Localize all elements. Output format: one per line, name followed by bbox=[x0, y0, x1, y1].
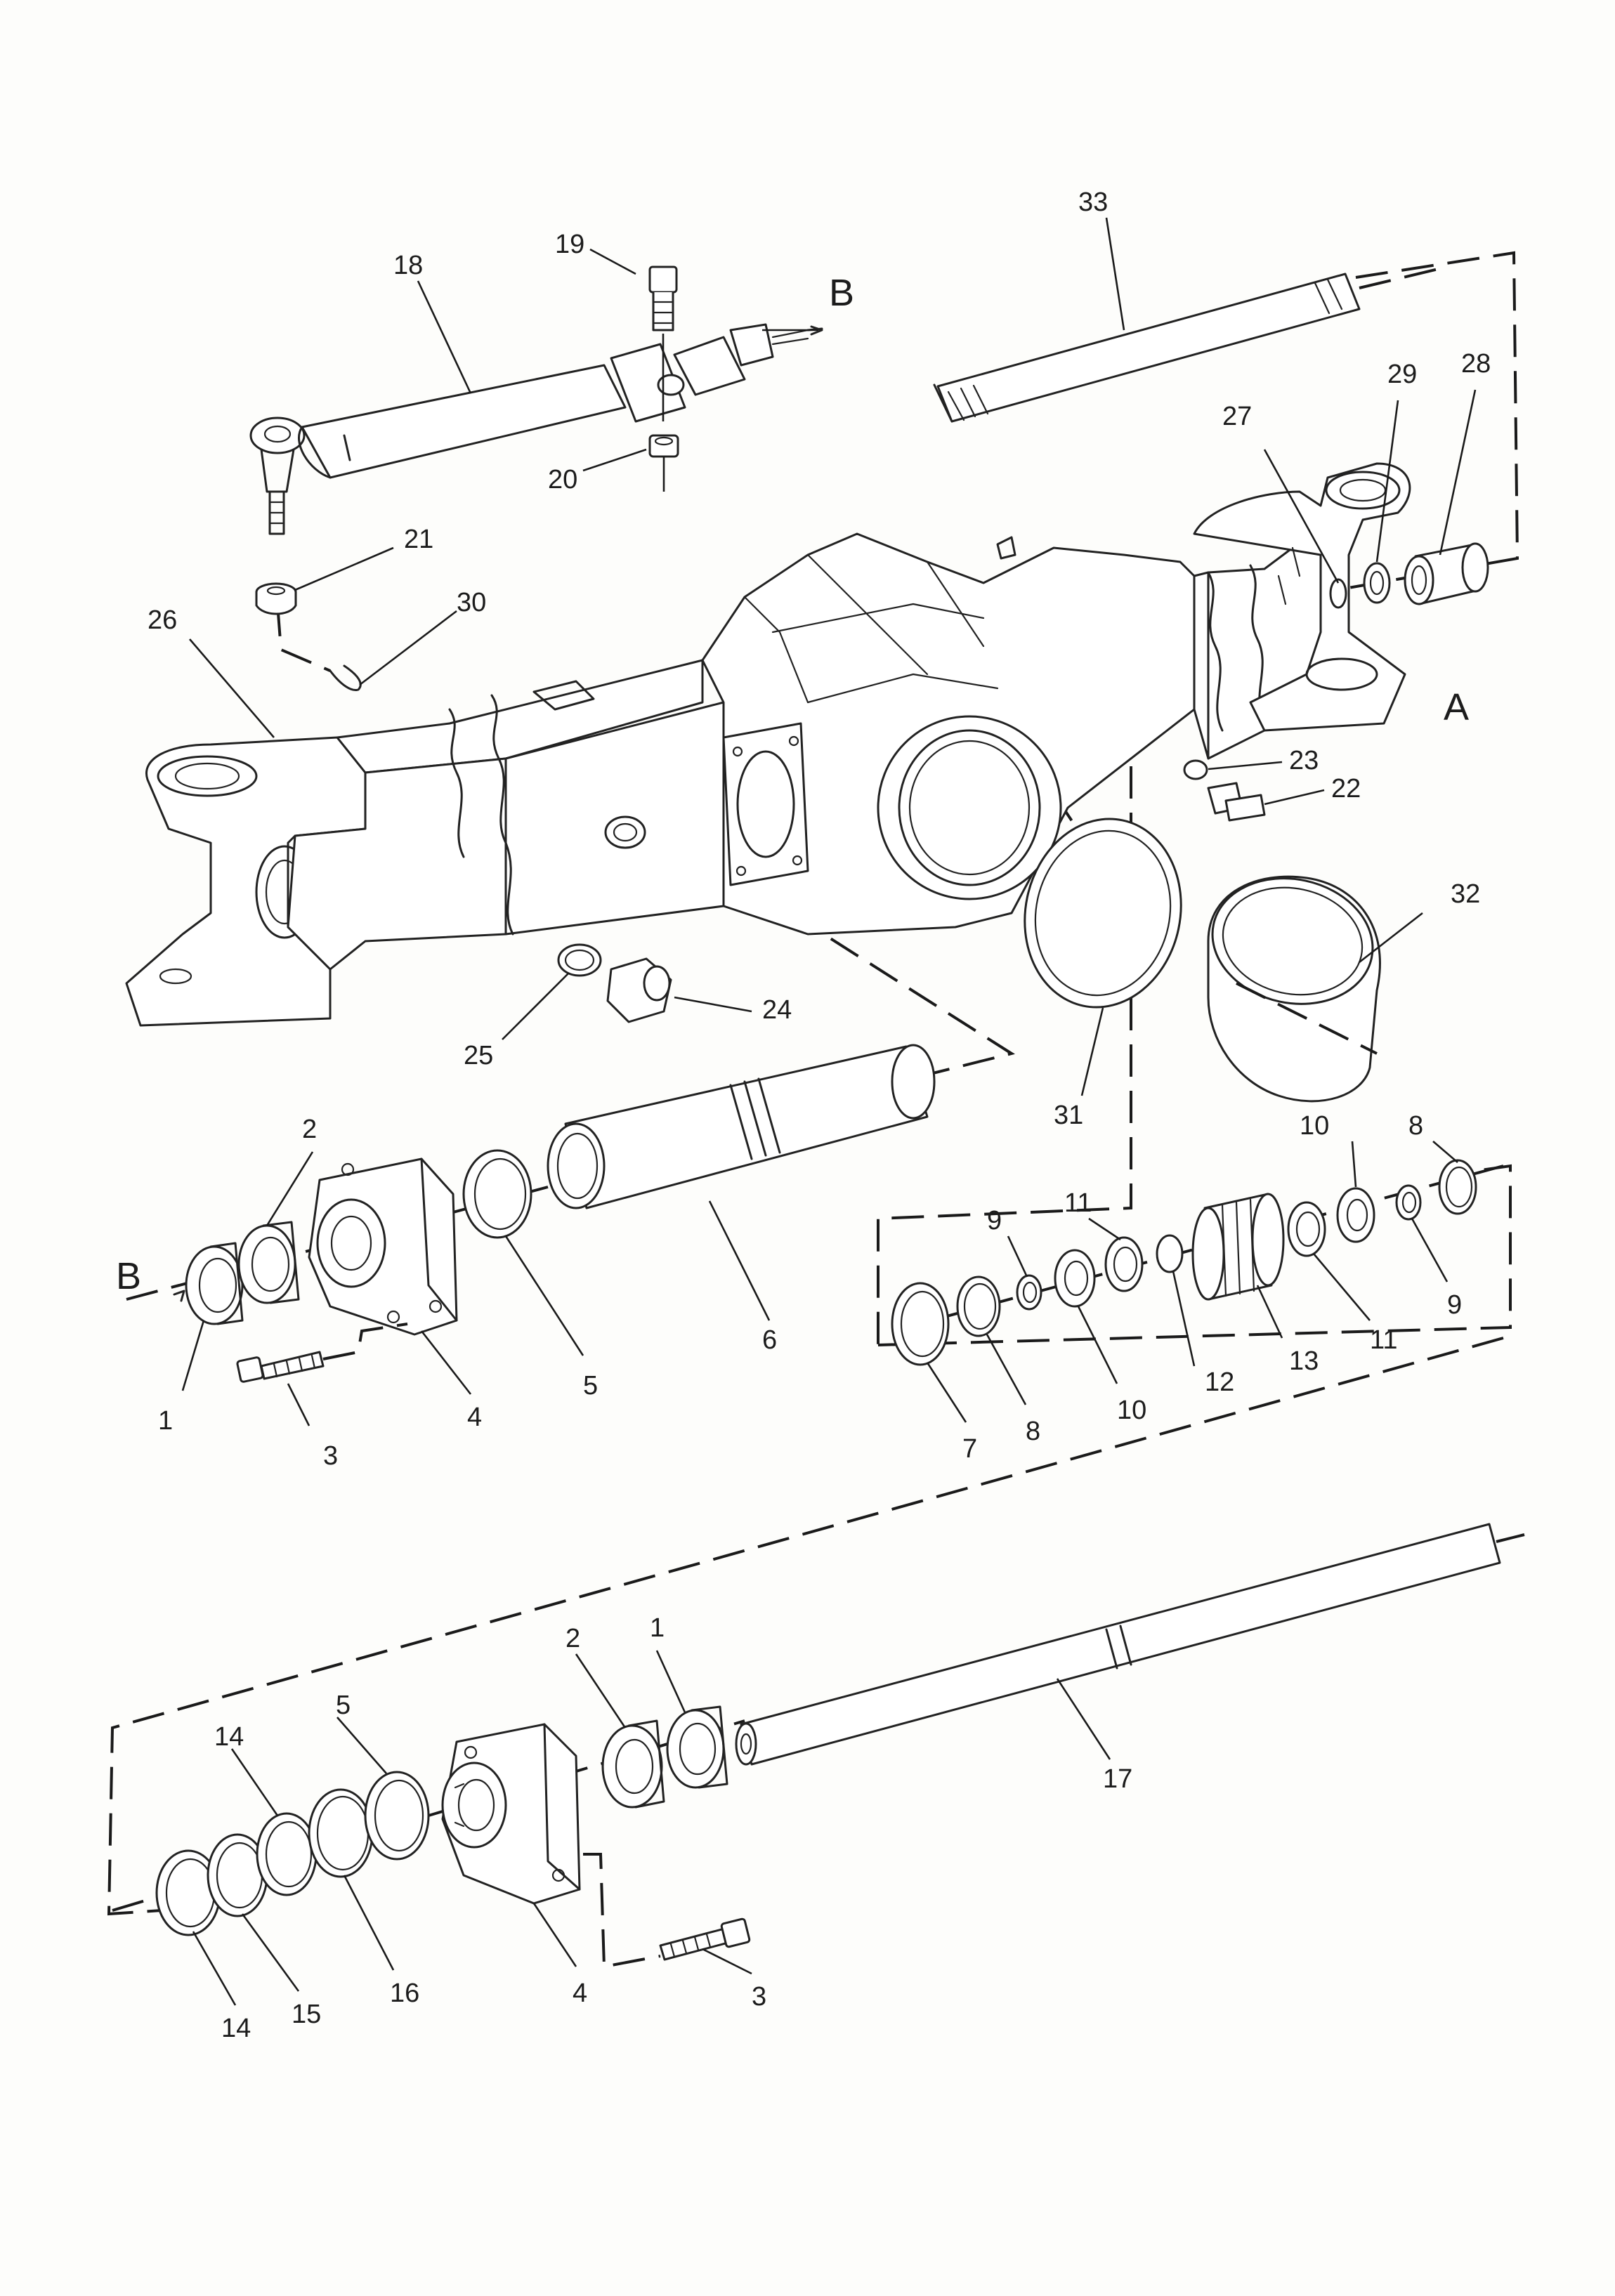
callout-22: 22 bbox=[1331, 774, 1361, 803]
callout-10-upper: 10 bbox=[1300, 1111, 1329, 1141]
callout-32: 32 bbox=[1451, 879, 1480, 909]
callout-14-upper: 14 bbox=[214, 1722, 244, 1752]
part-31-seal-ring bbox=[1024, 818, 1182, 1009]
part-4-end-block-upper bbox=[308, 1157, 458, 1336]
part-5-gasket-upper bbox=[462, 1149, 532, 1239]
part-4-end-block-lower bbox=[441, 1723, 661, 1969]
part-8-ring-left bbox=[956, 1275, 1001, 1337]
part-10-washer-left bbox=[1054, 1249, 1096, 1308]
part-1-wiper-seal-lower bbox=[666, 1705, 728, 1789]
callout-19: 19 bbox=[555, 230, 584, 259]
callout-1-upper: 1 bbox=[158, 1406, 173, 1436]
part-9-ring-left bbox=[1016, 1274, 1042, 1311]
callout-a: A bbox=[1444, 686, 1469, 728]
part-2-gland-seal-upper bbox=[237, 1221, 300, 1304]
part-18-tie-rod bbox=[249, 323, 823, 535]
callout-2-upper: 2 bbox=[302, 1115, 317, 1144]
callout-30: 30 bbox=[457, 588, 486, 617]
callout-9-lower: 9 bbox=[1447, 1290, 1462, 1320]
callout-8-lower: 8 bbox=[1026, 1417, 1040, 1446]
part-25-seal-ring bbox=[557, 943, 602, 977]
part-1-wiper-seal-upper bbox=[185, 1242, 244, 1325]
piston-seal-stack bbox=[891, 1159, 1504, 1366]
part-7-back-up-ring bbox=[891, 1282, 950, 1366]
callout-b-left: B bbox=[116, 1255, 141, 1297]
callout-2-lower: 2 bbox=[565, 1624, 580, 1653]
part-19-clamp-bolt bbox=[648, 265, 678, 421]
callout-23: 23 bbox=[1289, 746, 1319, 775]
part-29-washer bbox=[1363, 562, 1391, 604]
callout-11-lower: 11 bbox=[1370, 1325, 1397, 1355]
callout-29: 29 bbox=[1387, 360, 1417, 389]
part-8-ring-right bbox=[1438, 1159, 1477, 1215]
direction-arrows bbox=[173, 325, 823, 1302]
part-32-bearing-ring bbox=[1207, 875, 1381, 1103]
part-24-drain-plug bbox=[606, 957, 672, 1023]
part-16-seal bbox=[308, 1788, 374, 1878]
part-17-piston-rod bbox=[735, 1523, 1525, 1766]
callout-8-upper: 8 bbox=[1408, 1111, 1423, 1141]
part-11-seal-right bbox=[1287, 1201, 1326, 1257]
callout-25: 25 bbox=[464, 1041, 493, 1070]
part-6-cylinder-tube bbox=[547, 1044, 936, 1209]
callout-3-lower: 3 bbox=[752, 1982, 766, 2012]
part-28-bushing bbox=[1404, 542, 1489, 605]
part-3-mounting-bolt-lower bbox=[659, 1917, 751, 1961]
part-22-plug bbox=[1207, 782, 1266, 822]
callout-18: 18 bbox=[393, 251, 423, 280]
part-3-mounting-bolt-upper bbox=[236, 1323, 408, 1383]
callout-28: 28 bbox=[1461, 349, 1491, 379]
callout-5-lower: 5 bbox=[336, 1691, 351, 1720]
part-23-seal-washer bbox=[1183, 759, 1208, 780]
callout-13: 13 bbox=[1289, 1346, 1319, 1376]
callout-b-top: B bbox=[829, 272, 854, 314]
part-13-piston bbox=[1191, 1193, 1285, 1301]
part-2-gland-seal-lower bbox=[601, 1719, 665, 1809]
callout-27: 27 bbox=[1222, 402, 1252, 431]
callout-14-lower: 14 bbox=[221, 2014, 251, 2043]
callout-leader-lines bbox=[181, 217, 1477, 2006]
part-30-cotter-pin bbox=[329, 610, 457, 692]
part-21-castle-nut bbox=[255, 582, 297, 615]
callout-16: 16 bbox=[390, 1979, 419, 2008]
part-10-washer-right bbox=[1336, 1187, 1375, 1243]
upper-cylinder-group bbox=[126, 1044, 936, 1383]
part-9-ring-right bbox=[1395, 1184, 1422, 1221]
callout-11-upper: 11 bbox=[1064, 1188, 1092, 1218]
part-11-seal-left bbox=[1104, 1236, 1144, 1292]
callout-31: 31 bbox=[1054, 1101, 1083, 1130]
callout-10-lower: 10 bbox=[1117, 1396, 1146, 1425]
axle-housing bbox=[125, 462, 1411, 1027]
part-33-axle-shaft bbox=[933, 265, 1448, 423]
callout-4-upper: 4 bbox=[467, 1403, 482, 1432]
callout-5-upper: 5 bbox=[583, 1371, 598, 1400]
callout-26: 26 bbox=[148, 605, 177, 635]
part-5-gasket-lower bbox=[364, 1771, 430, 1861]
callout-20: 20 bbox=[548, 465, 577, 494]
callout-9-upper: 9 bbox=[987, 1206, 1002, 1235]
part-14-ring-inner bbox=[256, 1812, 318, 1896]
callout-labels: 33 19 18 B 29 28 27 20 21 30 26 A 23 22 … bbox=[116, 188, 1491, 2043]
callout-15: 15 bbox=[292, 2000, 321, 2029]
part-27-o-ring bbox=[1329, 578, 1347, 609]
callout-7: 7 bbox=[962, 1434, 977, 1464]
callout-4-lower: 4 bbox=[573, 1979, 587, 2008]
callout-6: 6 bbox=[762, 1325, 777, 1355]
part-20-clamp-nut bbox=[648, 434, 679, 492]
part-12-o-ring bbox=[1156, 1234, 1184, 1273]
callout-17: 17 bbox=[1103, 1764, 1132, 1794]
callout-21: 21 bbox=[404, 525, 433, 554]
callout-12: 12 bbox=[1205, 1367, 1234, 1397]
callout-33: 33 bbox=[1078, 188, 1108, 217]
callout-24: 24 bbox=[762, 995, 792, 1025]
lower-cylinder-group bbox=[112, 1523, 1525, 1969]
callout-3-upper: 3 bbox=[323, 1441, 338, 1471]
callout-1-lower: 1 bbox=[650, 1613, 665, 1643]
